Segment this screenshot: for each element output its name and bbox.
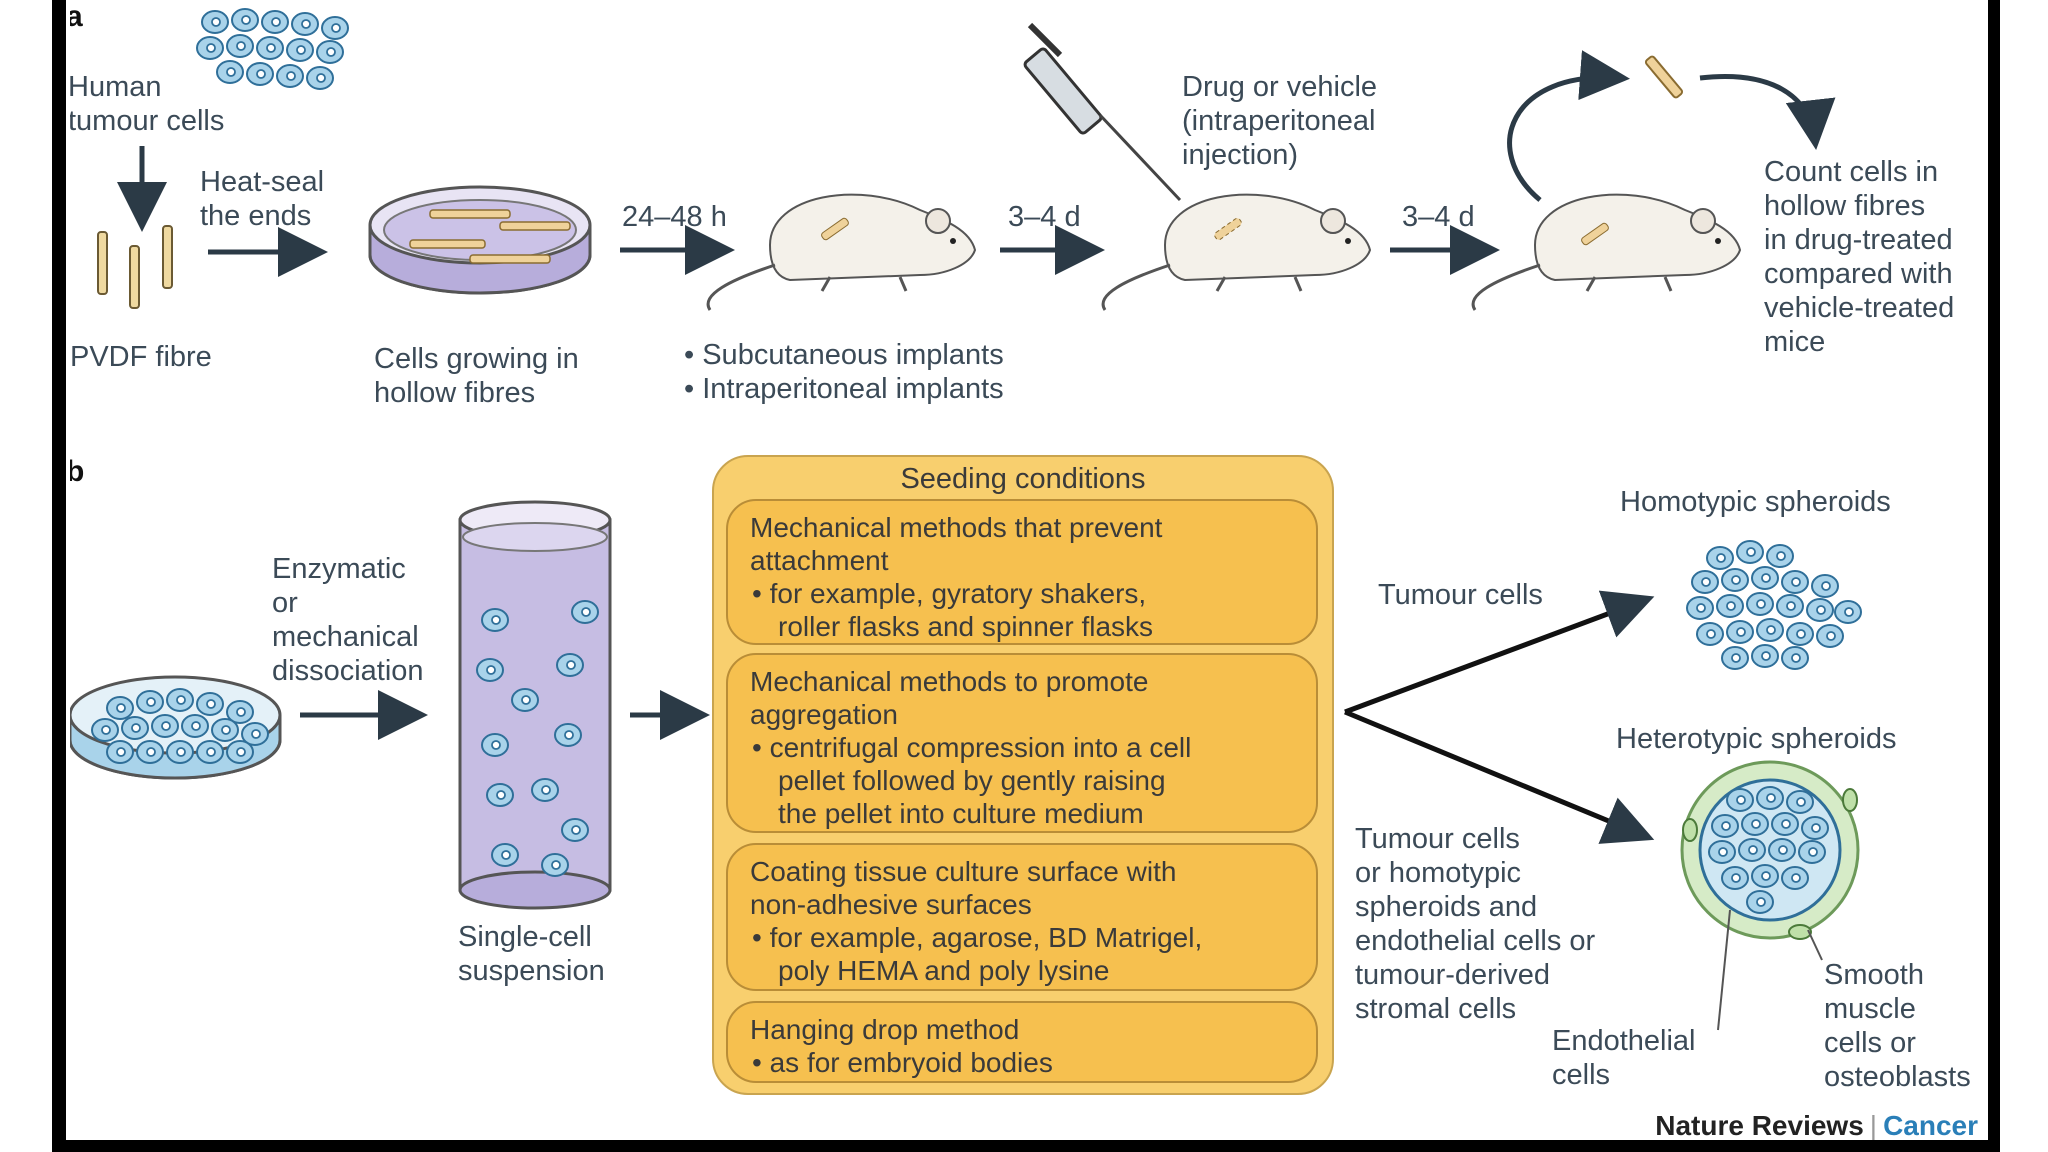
homotypic-label: Homotypic spheroids <box>1620 486 1891 518</box>
panel-label-a: a <box>66 0 83 33</box>
mouse-2 <box>1101 193 1372 312</box>
implants-list: Subcutaneous implantsIntraperitoneal imp… <box>684 338 1003 406</box>
frame-left-border <box>52 0 66 1152</box>
arrow-extract <box>1507 50 1630 202</box>
mouse-3 <box>1471 193 1742 312</box>
mouse-1 <box>706 193 977 312</box>
single-cell-cylinder <box>458 500 612 910</box>
frame-right-border <box>1988 0 2000 1152</box>
seeding-conditions-box: Seeding conditions Mechanical methods th… <box>712 455 1334 1095</box>
syringe-icon <box>1023 22 1182 202</box>
frame-right-inner <box>1984 0 1988 1152</box>
time-24-48h-label: 24–48 h <box>622 201 727 233</box>
homotypic-spheroid <box>1686 540 1862 670</box>
time-3-4d-label-1: 3–4 d <box>1008 201 1081 233</box>
seeding-title: Seeding conditions <box>900 463 1146 495</box>
extracted-fibre <box>1644 55 1684 99</box>
journal-credit: Nature Reviews|Cancer <box>1655 1110 1978 1141</box>
arrow-homotypic <box>1344 590 1655 715</box>
pvdf-fibre-label: PVDF fibre <box>70 341 212 373</box>
journal-name: Nature Reviews <box>1655 1110 1864 1141</box>
arrow-count <box>1699 74 1836 150</box>
frame-bottom-border <box>52 1140 2000 1152</box>
heterotypic-label: Heterotypic spheroids <box>1616 723 1897 755</box>
pvdf-fibres <box>97 225 173 309</box>
culture-dish-cells <box>68 675 282 780</box>
method-hanging-drop: Hanging drop method as for embryoid bodi… <box>726 1001 1318 1083</box>
tumour-cells-label: Tumour cells <box>1378 579 1543 611</box>
time-3-4d-label-2: 3–4 d <box>1402 201 1475 233</box>
arrow-heterotypic <box>1344 709 1655 844</box>
frame-left-inner <box>66 0 70 1152</box>
journal-section: Cancer <box>1883 1110 1978 1141</box>
heterotypic-spheroid <box>1680 760 1860 1031</box>
petri-dish-fibres <box>368 185 592 295</box>
panel-label-b: b <box>66 455 85 488</box>
